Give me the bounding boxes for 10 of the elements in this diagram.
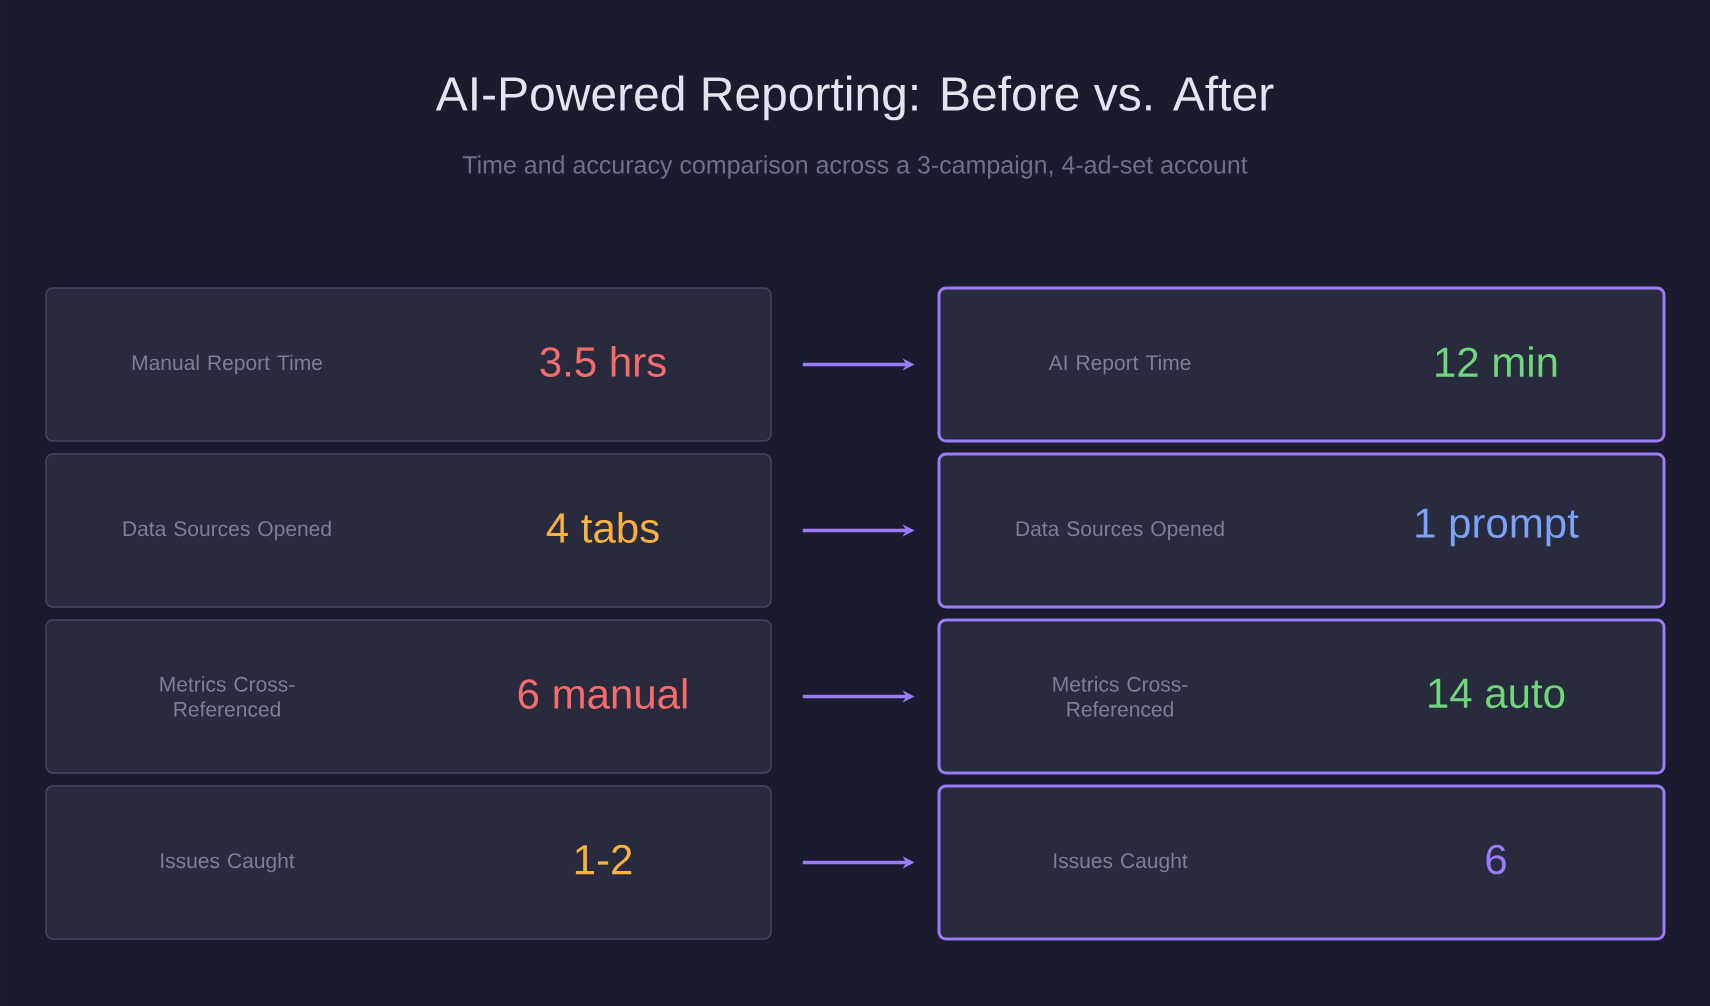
metric-card: Data Sources Opened 4 tabs: [45, 453, 772, 608]
title: AI-Powered Reporting: Before vs. After: [435, 75, 1274, 121]
metric-card: Metrics Cross-Referenced 6 manual: [45, 619, 772, 774]
metric-card: Issues Caught 1-2: [45, 785, 772, 940]
metric-card: Data Sources Opened 1 prompt: [937, 452, 1666, 609]
metric-card: Issues Caught 6: [937, 784, 1666, 941]
metric-card: AI Report Time 12 min: [937, 286, 1666, 443]
metric-card: Manual Report Time 3.5 hrs: [45, 287, 772, 442]
subtitle: Time and accuracy comparison across a 3-campaign, 4-ad-set account: [462, 155, 1248, 179]
metric-card: Metrics Cross-Referenced 14 auto: [937, 618, 1666, 775]
